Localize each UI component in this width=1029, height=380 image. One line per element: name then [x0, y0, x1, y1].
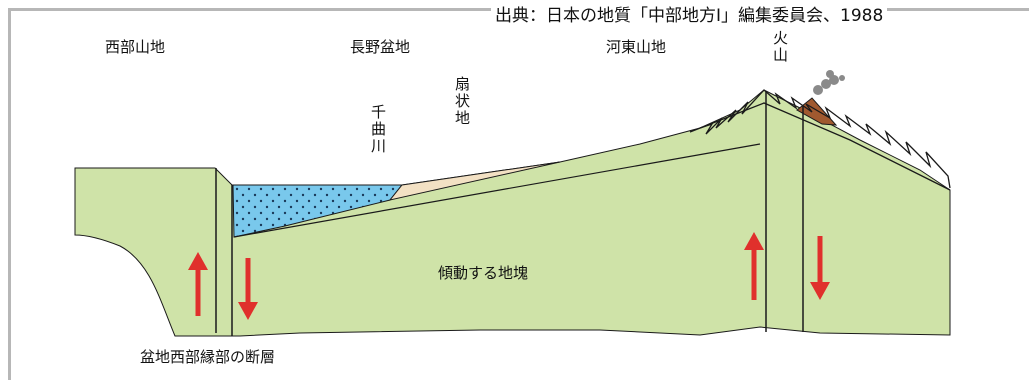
down-arrow-icon — [238, 258, 258, 320]
label-nagano-basin: 長野盆地 — [350, 38, 411, 56]
label-tilting-block: 傾動する地塊 — [438, 264, 529, 282]
label-east-mountains: 河東山地 — [606, 38, 667, 56]
label-volcano: 火山 — [771, 30, 789, 64]
ground-block — [74, 89, 951, 337]
label-west-fault: 盆地西部縁部の断層 — [140, 348, 276, 366]
up-arrow-icon — [744, 232, 764, 300]
tilted-block-surface — [233, 143, 761, 238]
alluvial-fan-deposit — [388, 161, 561, 201]
source-note: 出典：日本の地質「中部地方Ⅰ」編集委員会、1988 — [491, 1, 888, 26]
basin-sediment — [232, 184, 404, 238]
label-west-mountains: 西部山地 — [105, 38, 166, 56]
smoke-icon — [813, 70, 845, 95]
volcanic-layer — [699, 89, 951, 189]
figure-frame: 出典：日本の地質「中部地方Ⅰ」編集委員会、1988 — [8, 1, 1029, 380]
up-arrow-icon — [188, 252, 208, 316]
label-chikuma-river: 千曲川 — [369, 104, 387, 155]
volcanic-layer — [689, 102, 951, 191]
down-arrow-icon — [810, 236, 830, 300]
label-alluvial-fan: 扇状地 — [453, 76, 471, 127]
